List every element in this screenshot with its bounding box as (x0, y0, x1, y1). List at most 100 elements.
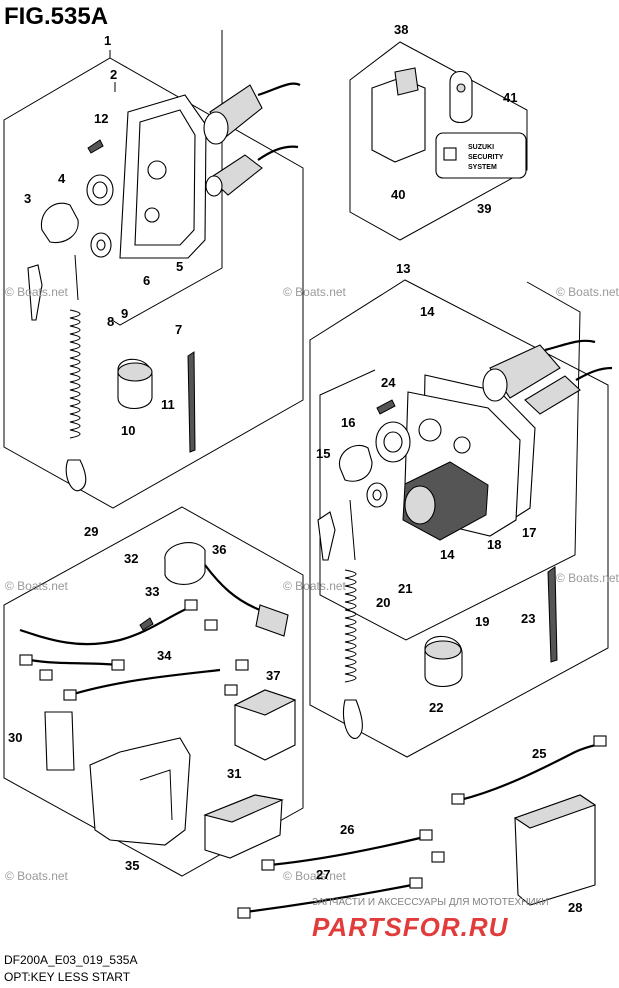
key-fob (449, 70, 473, 124)
part-label: 32 (124, 551, 138, 566)
part-label: 37 (266, 668, 280, 683)
plate-gasket (134, 109, 196, 246)
fob-button (456, 83, 466, 93)
switch-face (482, 368, 508, 402)
bracket-edge (139, 769, 173, 821)
part-label: 18 (487, 537, 501, 552)
unit-top (513, 794, 597, 829)
part-label: 6 (143, 273, 150, 288)
part-label: 7 (175, 322, 182, 337)
figure-title: FIG.535A (4, 3, 108, 30)
watermark: © Boats.net (5, 285, 69, 299)
part-label: 2 (110, 67, 117, 82)
module-connector (394, 67, 419, 96)
connector (204, 619, 218, 631)
watermark: © Boats.net (283, 869, 347, 883)
connector (235, 659, 249, 671)
label-sheet (44, 711, 75, 771)
connector (19, 654, 33, 666)
lanyard (74, 254, 79, 301)
nut-hole (383, 431, 403, 453)
part-label: 40 (391, 187, 405, 202)
part-label: 25 (532, 746, 546, 761)
connector (237, 907, 251, 919)
plate-hole (147, 160, 167, 180)
part-label: 15 (316, 446, 330, 461)
part-label: 17 (522, 525, 536, 540)
part-label: 28 (568, 900, 582, 915)
fuse (139, 617, 154, 631)
part-label: 26 (340, 822, 354, 837)
switch-connector (524, 375, 581, 415)
harness-wire (29, 658, 121, 667)
harness-wire (244, 883, 413, 914)
watermark: © Boats.net (283, 579, 347, 593)
watermark: © Boats.net (556, 285, 619, 299)
plate-hole (418, 418, 442, 442)
connector (451, 793, 465, 805)
coil-cord (344, 569, 357, 683)
harness-wire (269, 836, 421, 867)
part-label: 3 (24, 191, 31, 206)
relay-top (233, 689, 297, 716)
harness-wire (204, 564, 261, 612)
screw (376, 399, 396, 415)
part-label: 27 (316, 867, 330, 882)
key (317, 511, 336, 561)
switch-wire (257, 82, 301, 97)
bracket (89, 737, 191, 846)
connector (63, 689, 77, 701)
connector (261, 859, 275, 871)
nut-hole (92, 181, 108, 199)
connector (431, 851, 445, 863)
group-29-box (3, 506, 304, 877)
security-label (435, 132, 527, 179)
connector (224, 684, 238, 696)
part-label: 8 (107, 314, 114, 329)
part-label: 31 (227, 766, 241, 781)
key-knob (338, 444, 373, 482)
case-top (203, 794, 284, 823)
watermark: © Boats.net (556, 571, 619, 585)
connector-face (205, 175, 223, 197)
part-label: 16 (341, 415, 355, 430)
watermark: © Boats.net (5, 579, 69, 593)
part-label: 11 (161, 397, 175, 412)
switch-face (203, 111, 229, 145)
screw (87, 139, 104, 154)
security-line-1: SUZUKI (468, 144, 494, 151)
part-label: 22 (429, 700, 443, 715)
drawing-code: DF200A_E03_019_535A (4, 953, 137, 967)
lanyard-clip (342, 699, 363, 739)
connector (111, 659, 125, 671)
part-label: 1 (104, 33, 111, 48)
part-label: 38 (394, 22, 408, 37)
connector (593, 735, 607, 747)
group-1-box (3, 57, 304, 509)
group-13-box (309, 279, 609, 758)
connector (184, 599, 198, 611)
connector (419, 829, 433, 841)
key (27, 264, 43, 321)
harness-wire (19, 603, 196, 646)
part-label: 14 (440, 547, 455, 562)
group-38-box (349, 41, 528, 241)
cable-tie (187, 351, 196, 453)
security-line-3: SYSTEM (468, 164, 497, 171)
part-label: 39 (477, 201, 491, 216)
connector (409, 877, 423, 889)
part-label: 10 (121, 423, 135, 438)
part-label: 9 (121, 306, 128, 321)
plate-hole (144, 207, 160, 223)
cap-top (117, 362, 153, 382)
switch-wire (544, 339, 596, 352)
drawing-caption: OPT:KEY LESS START (4, 970, 131, 984)
coil-unit (164, 542, 206, 585)
brand-watermark: PARTSFOR.RU (312, 912, 509, 942)
watermark: © Boats.net (5, 869, 69, 883)
part-label: 23 (521, 611, 535, 626)
coil-cord (69, 309, 81, 439)
watermark: © Boats.net (283, 285, 347, 299)
group-14-box (319, 281, 581, 641)
part-label: 33 (145, 584, 159, 599)
